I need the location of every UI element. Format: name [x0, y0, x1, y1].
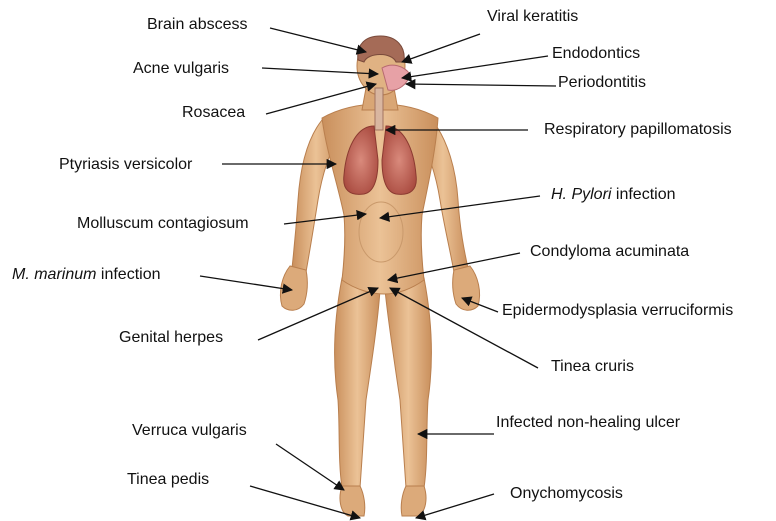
arrow-verruca: [276, 444, 344, 490]
label-respiratory-papillomatosis: Respiratory papillomatosis: [544, 121, 732, 139]
h-pylori-rest: infection: [611, 186, 675, 203]
arrow-m-marinum: [200, 276, 292, 290]
label-genital-herpes: Genital herpes: [119, 329, 223, 347]
arrow-endodontics: [402, 56, 548, 78]
arrow-onychomycosis: [416, 494, 494, 518]
label-epidermodysplasia-verruciformis: Epidermodysplasia verruciformis: [502, 302, 733, 320]
m-marinum-italic: M. marinum: [12, 266, 96, 283]
h-pylori-italic: H. Pylori: [551, 186, 611, 203]
label-brain-abscess: Brain abscess: [147, 16, 248, 34]
label-infected-non-healing-ulcer: Infected non-healing ulcer: [496, 414, 680, 432]
label-m-marinum-infection: M. marinum infection: [12, 266, 161, 284]
left-leg: [335, 278, 380, 488]
label-rosacea: Rosacea: [182, 104, 245, 122]
arrow-viral-keratitis: [402, 34, 480, 62]
label-condyloma-acuminata: Condyloma acuminata: [530, 243, 689, 261]
label-verruca-vulgaris: Verruca vulgaris: [132, 422, 247, 440]
right-foot: [401, 486, 426, 516]
arrow-brain-abscess: [270, 28, 366, 52]
trachea: [375, 88, 383, 130]
arrow-periodontitis: [406, 84, 556, 86]
label-endodontics: Endodontics: [552, 45, 640, 63]
label-acne-vulgaris: Acne vulgaris: [133, 60, 229, 78]
label-tinea-cruris: Tinea cruris: [551, 358, 634, 376]
label-tinea-pedis: Tinea pedis: [127, 471, 209, 489]
left-foot: [340, 486, 365, 516]
m-marinum-rest: infection: [96, 266, 160, 283]
label-molluscum-contagiosum: Molluscum contagiosum: [77, 215, 249, 233]
label-periodontitis: Periodontitis: [558, 74, 646, 92]
label-ptyriasis-versicolor: Ptyriasis versicolor: [59, 156, 192, 174]
label-viral-keratitis: Viral keratitis: [487, 8, 578, 26]
right-leg: [385, 278, 431, 488]
torso: [322, 104, 438, 294]
label-onychomycosis: Onychomycosis: [510, 485, 623, 503]
label-h-pylori-infection: H. Pylori infection: [551, 186, 676, 204]
left-hand: [280, 266, 307, 310]
